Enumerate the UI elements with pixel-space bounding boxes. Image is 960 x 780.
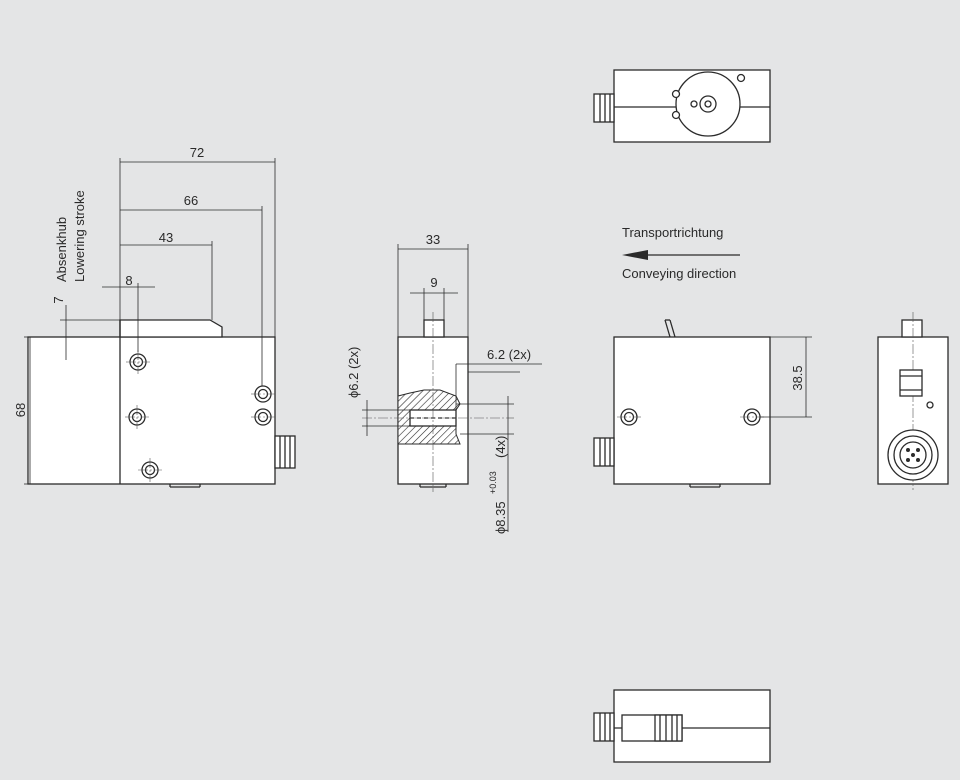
- front-view: 72 66 43 8 68 7 Absenkhub Lowering strok…: [13, 145, 296, 488]
- dim-72-label: 72: [190, 145, 204, 160]
- front-air-port: [251, 408, 275, 426]
- end-view: [877, 312, 949, 490]
- dim-bore-right-label: 6.2 (2x): [487, 347, 531, 362]
- side-mounting-hole: [617, 408, 641, 426]
- direction-label-en: Conveying direction: [622, 266, 736, 281]
- dim-fit-label: ϕ8.35: [493, 501, 508, 534]
- front-mounting-hole: [126, 350, 150, 374]
- dim-66-label: 66: [184, 193, 198, 208]
- dim-fit-tolerance: +0.03: [488, 471, 498, 494]
- section-pin: [423, 319, 445, 338]
- dim-33-label: 33: [426, 232, 440, 247]
- top-lift-plate: [675, 71, 741, 137]
- dim-43-label: 43: [159, 230, 173, 245]
- dim-9-label: 9: [430, 275, 437, 290]
- front-block: [27, 336, 276, 485]
- front-lift-plate: [119, 319, 223, 338]
- dim-bore-left-label: ϕ6.2 (2x): [346, 347, 361, 398]
- top-view: [593, 69, 771, 143]
- front-air-port: [251, 385, 275, 403]
- direction-arrow-icon: [622, 250, 648, 260]
- direction-label-de: Transportrichtung: [622, 225, 723, 240]
- dim-38-5-label: 38.5: [790, 365, 805, 390]
- top-connector: [593, 93, 615, 123]
- conveying-direction: Transportrichtung Conveying direction: [622, 225, 740, 281]
- lowering-stroke-de: Absenkhub: [54, 217, 69, 282]
- end-connector-face: [887, 429, 939, 481]
- dim-8-label: 8: [125, 273, 132, 288]
- dim-stroke-label: 7: [51, 296, 66, 303]
- side-connector: [593, 437, 615, 467]
- bottom-connector: [593, 712, 615, 742]
- bottom-view: [593, 689, 771, 763]
- side-view: 38.5: [593, 319, 812, 488]
- dim-68-label: 68: [13, 403, 28, 417]
- lowering-stroke-en: Lowering stroke: [72, 190, 87, 282]
- side-block: [613, 336, 771, 485]
- front-mounting-hole: [138, 458, 162, 482]
- section-view: 33 9 6.2 (2x) ϕ6.2 (2x) ϕ8.35 +0.03 (4x): [346, 232, 542, 534]
- dim-fit-count: (4x): [493, 436, 508, 458]
- front-mounting-hole: [125, 405, 149, 429]
